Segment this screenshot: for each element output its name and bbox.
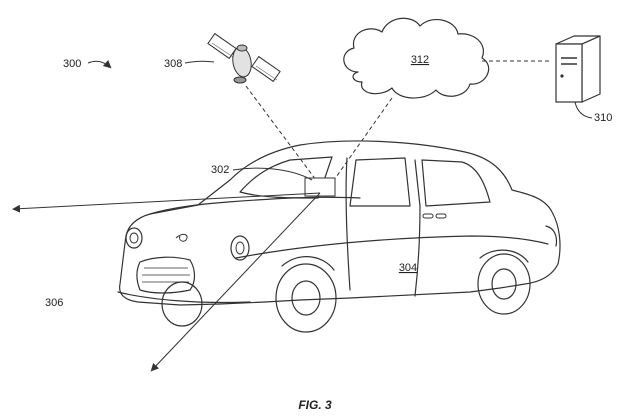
pointer-310 xyxy=(574,101,593,119)
pointer-308 xyxy=(184,60,215,64)
field-arrow-left xyxy=(12,192,321,213)
label-312: 312 xyxy=(411,54,429,66)
label-304: 304 xyxy=(399,262,417,274)
server-icon xyxy=(555,35,601,103)
label-308: 308 xyxy=(164,58,182,70)
label-310: 310 xyxy=(594,112,612,124)
label-300: 300 xyxy=(63,58,81,70)
device-box xyxy=(304,177,336,197)
link-satellite-device xyxy=(245,85,317,181)
figure-caption: FIG. 3 xyxy=(298,398,332,412)
link-cloud-device xyxy=(333,97,393,181)
label-306: 306 xyxy=(45,297,63,309)
pointer-300 xyxy=(87,60,112,69)
vehicle-drawing xyxy=(117,140,561,333)
label-302: 302 xyxy=(211,164,229,176)
pointer-302 xyxy=(232,167,313,181)
cloud-icon xyxy=(343,17,490,99)
satellite-icon xyxy=(207,32,281,84)
field-arrow-down xyxy=(150,192,321,372)
